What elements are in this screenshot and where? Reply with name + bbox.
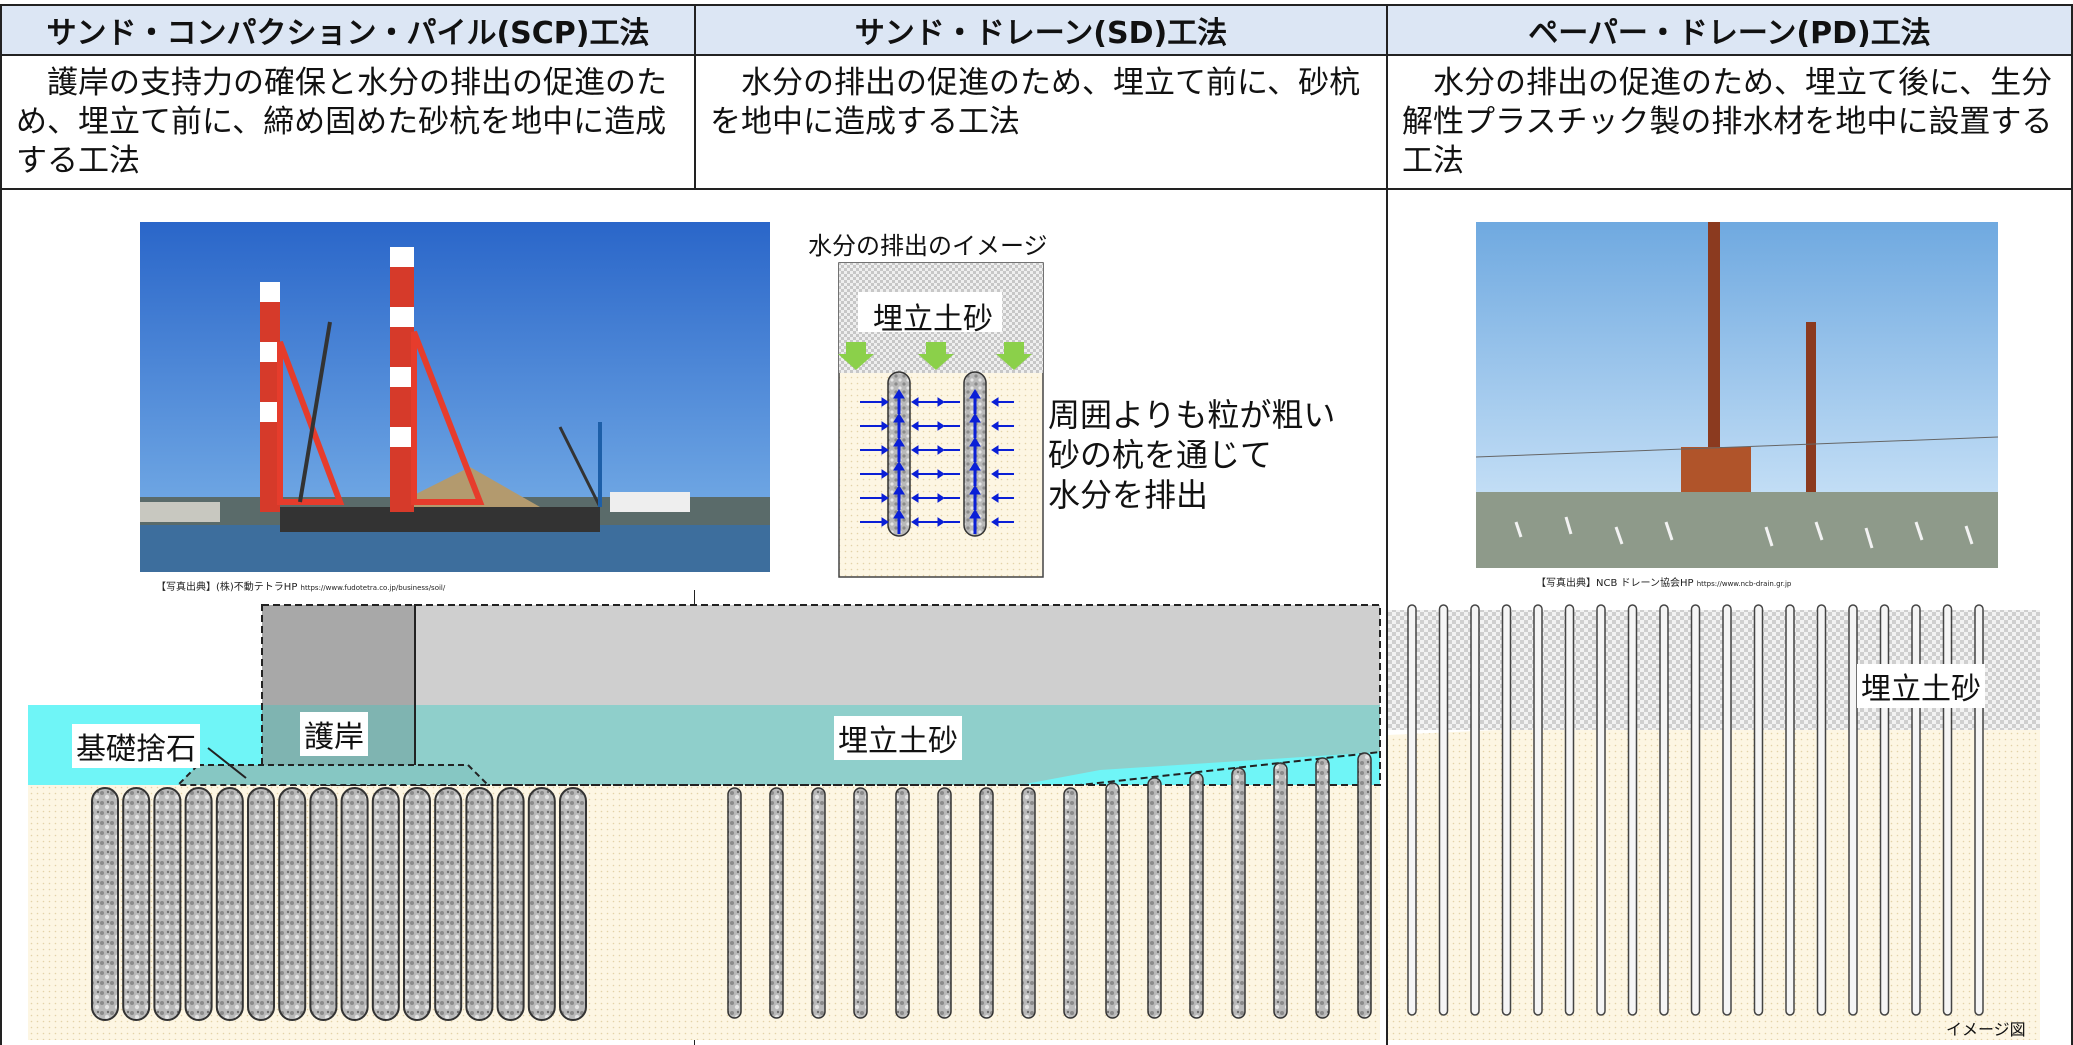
pd-drain: [1596, 604, 1606, 1016]
pd-drain: [1722, 604, 1732, 1016]
sd-pile: [979, 787, 994, 1019]
scp-photo-source-url: https://www.fudotetra.co.jp/business/soi…: [300, 584, 446, 592]
scp-pile: [496, 787, 525, 1021]
scp-pile: [91, 787, 119, 1021]
sd-pile: [853, 787, 868, 1019]
sd-pile: [937, 787, 952, 1019]
image-note: イメージ図: [1946, 1020, 2026, 1039]
drainage-inset: [838, 262, 1044, 578]
pd-photo-source-label: 【写真出典】NCB ドレーン協会HP: [1536, 578, 1694, 589]
pd-photo-source: 【写真出典】NCB ドレーン協会HP https://www.ncb-drain…: [1536, 574, 1791, 589]
explanation-line-1: 周囲よりも粒が粗い: [1048, 396, 1336, 434]
pd-drain: [1690, 604, 1701, 1016]
pd-drain: [1438, 604, 1449, 1016]
sd-pile: [1105, 782, 1120, 1019]
landfill-label-right: 埋立土砂: [1857, 664, 1985, 708]
landfill-upper: [415, 605, 1380, 705]
scp-pile: [184, 787, 213, 1021]
pd-drain: [1785, 604, 1795, 1016]
inset-explanation: 周囲よりも粒が粗い 砂の杭を通じて 水分を排出: [1048, 395, 1335, 515]
scp-pile: [340, 787, 369, 1021]
pd-drain: [1564, 604, 1575, 1016]
foundation-stone: [175, 764, 491, 786]
scp-pile: [309, 787, 338, 1021]
divider-pd: [1386, 190, 1388, 1045]
pd-drain: [1753, 604, 1764, 1016]
pd-photo: [1476, 222, 1998, 568]
scp-pile: [527, 787, 556, 1021]
scp-pile: [559, 787, 587, 1021]
foundation-leader: [207, 747, 247, 779]
scp-pile: [247, 787, 275, 1021]
pd-drain: [1816, 604, 1827, 1016]
pd-drain: [1407, 604, 1417, 1016]
explanation-line-3: 水分を排出: [1048, 476, 1209, 514]
seabed-pd: [1388, 705, 2040, 1040]
sd-pile: [727, 787, 742, 1019]
header-sd-label: サンド・ドレーン(SD)工法: [854, 16, 1228, 51]
sd-pile: [1357, 752, 1372, 1019]
pd-drains: [1407, 604, 1984, 1016]
description-scp: 護岸の支持力の確保と水分の排出の促進のため、埋立て前に、締め固めた砂杭を地中に造…: [0, 56, 696, 190]
landfill-label-center: 埋立土砂: [834, 716, 962, 760]
scp-pile: [153, 787, 182, 1021]
pd-photo-source-url: https://www.ncb-drain.gr.jp: [1696, 580, 1792, 588]
header-scp-label: サンド・コンパクション・パイル(SCP)工法: [46, 16, 650, 51]
sd-pile: [1231, 767, 1246, 1019]
scp-photo-source-label: 【写真出典】(株)不動テトラHP: [156, 582, 298, 593]
pd-drain: [1627, 604, 1638, 1016]
inset-fill-label: 埋立土砂: [873, 302, 993, 337]
sd-pile: [1147, 777, 1162, 1019]
description-sd: 水分の排出の促進のため、埋立て前に、砂杭を地中に造成する工法: [694, 56, 1388, 190]
scp-photo: [140, 222, 770, 572]
scp-pile: [465, 787, 494, 1021]
sd-piles: [727, 752, 1372, 1019]
scp-pile: [434, 787, 463, 1021]
pd-drain: [1659, 604, 1669, 1016]
header-pd: ペーパー・ドレーン(PD)工法: [1386, 4, 2073, 56]
sd-pile: [1315, 757, 1330, 1019]
header-sd: サンド・ドレーン(SD)工法: [694, 4, 1388, 56]
scp-pile: [278, 787, 307, 1021]
seawall-label: 護岸: [300, 712, 368, 756]
sd-pile: [1273, 762, 1288, 1019]
scp-pile: [371, 787, 400, 1021]
foundation-stone-label: 基礎捨石: [72, 724, 200, 768]
header-scp: サンド・コンパクション・パイル(SCP)工法: [0, 4, 696, 56]
scp-piles: [91, 787, 587, 1021]
sd-pile: [1189, 772, 1204, 1019]
frame-left: [0, 56, 2, 1045]
pd-drain: [1533, 604, 1543, 1016]
scp-pile: [122, 787, 151, 1021]
header-pd-label: ペーパー・ドレーン(PD)工法: [1528, 16, 1931, 51]
explanation-line-2: 砂の杭を通じて: [1048, 436, 1273, 474]
sd-pile: [1021, 787, 1036, 1019]
description-pd: 水分の排出の促進のため、埋立て後に、生分解性プラスチック製の排水材を地中に設置す…: [1386, 56, 2073, 190]
sd-pile: [895, 787, 910, 1019]
pd-drain: [1848, 604, 1858, 1016]
scp-pile: [403, 787, 431, 1021]
sd-pile: [811, 787, 826, 1019]
scp-pile: [215, 787, 244, 1021]
sd-pile: [769, 787, 784, 1019]
pd-drain: [1470, 604, 1480, 1016]
sd-pile: [1063, 787, 1078, 1019]
pd-drain: [1501, 604, 1512, 1016]
cross-section-diagram: [28, 604, 2040, 1040]
scp-photo-source: 【写真出典】(株)不動テトラHP https://www.fudotetra.c…: [156, 578, 445, 593]
frame-right: [2071, 56, 2073, 1045]
inset-caption: 水分の排出のイメージ: [808, 232, 1048, 260]
